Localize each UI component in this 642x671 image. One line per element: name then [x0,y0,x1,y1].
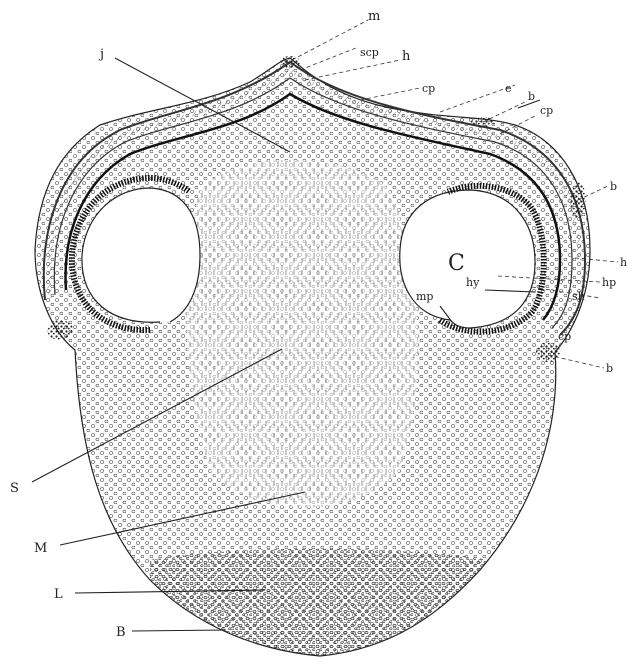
label-L: L [54,587,63,602]
label-e: e [505,82,512,95]
label-h-right: h [620,256,627,269]
label-M: M [34,541,47,556]
label-B: B [116,625,126,640]
label-m: m [368,9,380,24]
specimen-body [35,58,590,671]
label-scp: scp [360,46,379,59]
label-mp: mp [416,290,433,303]
label-b-lower: b [606,362,613,375]
label-cp-lower: cp [558,330,571,343]
label-h-top: h [402,49,411,64]
label-C: C [448,251,465,276]
label-hy: hy [466,276,480,289]
label-hp: hp [602,276,616,289]
label-j: j [98,47,104,62]
label-b-top: b [528,90,535,103]
label-sh: sh [572,290,585,303]
label-b-right: b [610,180,617,193]
label-S: S [10,481,19,496]
label-cp-top: cp [422,82,435,95]
label-cp-right: cp [540,104,553,117]
